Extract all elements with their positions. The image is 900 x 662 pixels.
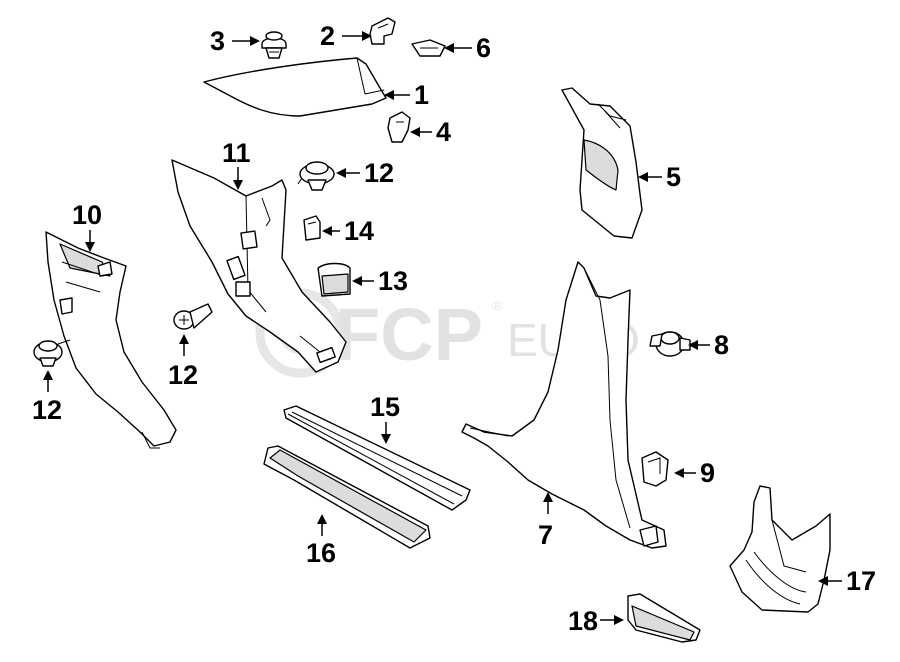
- callout-label: 8: [714, 330, 729, 360]
- part-12-clip-lower: [33, 339, 71, 367]
- part-18-trim-guard: [729, 485, 831, 613]
- callout-label: 2: [320, 21, 335, 51]
- part-19-panel: [627, 593, 701, 643]
- callout-label: 10: [72, 200, 102, 230]
- watermark-registered: ®: [492, 298, 502, 313]
- part-15-clip: [303, 215, 321, 241]
- callout-3: 3: [210, 26, 260, 56]
- callout-label: 12: [364, 158, 394, 188]
- callout-15: 14: [322, 216, 374, 246]
- callout-2: 2: [320, 21, 372, 51]
- callout-label: 6: [476, 33, 491, 63]
- part-1-upper-trim: [203, 57, 387, 117]
- part-11-apillar-lower: [171, 159, 347, 373]
- callout-19: 18: [568, 606, 624, 636]
- callout-label: 3: [210, 26, 225, 56]
- part-12-clip-upper: [297, 161, 335, 191]
- callout-label: 15: [370, 392, 400, 422]
- callout-label: 11: [222, 138, 251, 168]
- callout-label: 4: [436, 117, 451, 147]
- callout-label: 17: [846, 566, 876, 596]
- callout-8: 8: [688, 330, 729, 360]
- callout-label: 13: [378, 266, 408, 296]
- callout-7: 7: [538, 492, 553, 550]
- callout-label: 16: [306, 538, 336, 568]
- callout-label: 18: [568, 606, 598, 636]
- part-7-pillar-lower: [461, 261, 667, 549]
- callout-label: 1: [414, 80, 429, 110]
- callout-6: 6: [444, 33, 491, 63]
- part-9-clip: [641, 451, 669, 487]
- callout-12-upper: 12: [336, 158, 394, 188]
- callout-18: 17: [818, 566, 876, 596]
- part-3-push-clip: [261, 31, 287, 59]
- part-4-clip: [387, 111, 411, 143]
- callout-1: 1: [384, 80, 429, 110]
- callout-16: 15: [370, 392, 400, 444]
- callout-label: 9: [700, 458, 715, 488]
- callout-label: 7: [538, 520, 553, 550]
- part-5-pillar-upper: [561, 87, 643, 239]
- part-13-screw: [173, 303, 213, 330]
- callout-label: 5: [666, 162, 681, 192]
- part-14-retainer: [317, 262, 351, 297]
- callout-5: 5: [638, 162, 681, 192]
- callout-10: 10: [72, 200, 102, 252]
- part-16-sill-plate: [283, 405, 471, 511]
- callout-11: 11: [222, 138, 251, 190]
- callout-label: 12: [168, 360, 198, 390]
- callout-13: 12: [168, 334, 198, 390]
- callout-17: 16: [306, 514, 336, 568]
- part-2-bracket: [369, 17, 396, 45]
- part-6-clip: [411, 39, 446, 57]
- part-8-clip: [649, 331, 691, 357]
- callout-label: 12: [32, 395, 62, 425]
- callout-9: 9: [674, 458, 715, 488]
- callout-4: 4: [410, 117, 451, 147]
- callout-12-lower: 12: [32, 370, 62, 425]
- watermark-brand-main: FCP: [335, 293, 483, 376]
- callout-14: 13: [352, 266, 408, 296]
- part-17-sill-plate: [263, 445, 431, 549]
- callout-label: 14: [344, 216, 374, 246]
- part-10-kick-panel: [45, 231, 177, 449]
